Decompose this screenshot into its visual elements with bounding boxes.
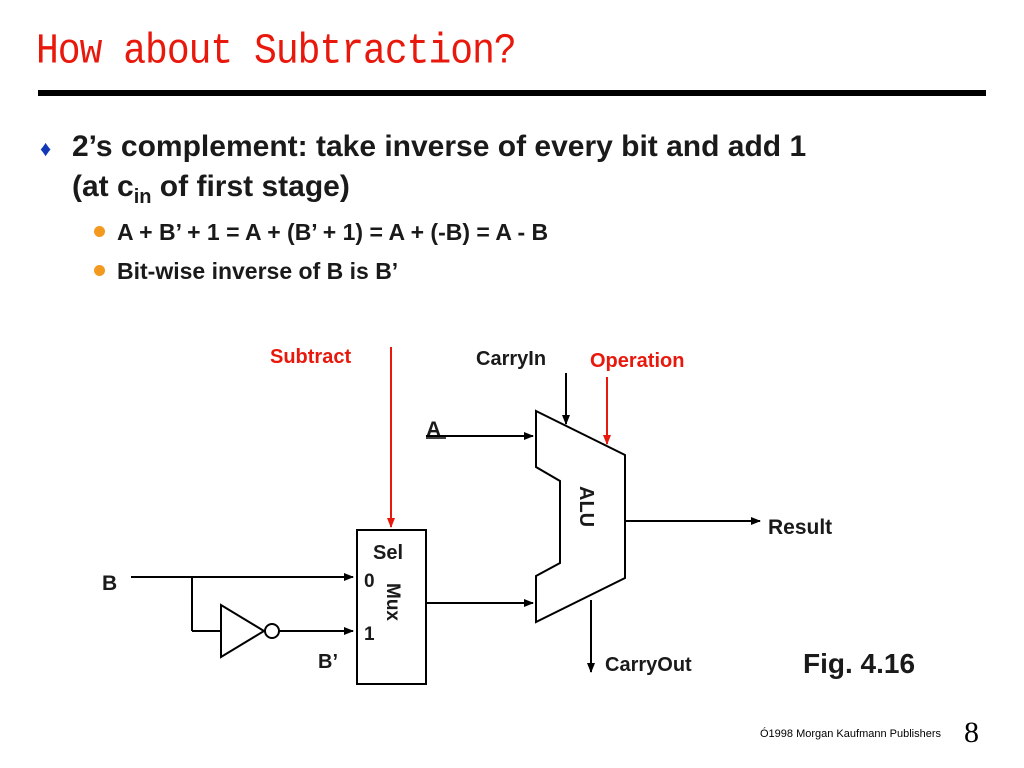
- mux-label: Mux: [382, 583, 403, 621]
- mux-sel-label: Sel: [373, 542, 403, 564]
- dot-bullet-icon: [94, 226, 105, 237]
- sub-bullet-2-text: Bit-wise inverse of B is B’: [117, 258, 399, 284]
- diamond-bullet-icon: ♦: [40, 136, 52, 161]
- sub-bullet-2: Bit-wise inverse of B is B’: [94, 258, 398, 285]
- figure-label: Fig. 4.16: [803, 648, 915, 679]
- mux-input-1-label: 1: [364, 624, 375, 645]
- sub-bullet-1: A + B’ + 1 = A + (B’ + 1) = A + (-B) = A…: [94, 219, 548, 246]
- title-rule: [38, 90, 986, 96]
- bullet-1-line2: (at cin of first stage): [72, 170, 350, 208]
- inverter-gate: [220, 603, 266, 659]
- dot-bullet-icon: [94, 265, 105, 276]
- alu-block: [535, 409, 626, 624]
- inverter-bubble: [264, 623, 280, 639]
- operation-label: Operation: [590, 350, 684, 372]
- subtract-label: Subtract: [270, 346, 351, 368]
- bullet-1-continued: (at cin of first stage): [40, 170, 980, 212]
- bullet-1-text: 2’s complement: take inverse of every bi…: [72, 130, 807, 163]
- carryout-label: CarryOut: [605, 654, 692, 676]
- mux-input-0-label: 0: [364, 571, 375, 592]
- b-label: B: [102, 572, 117, 595]
- bullet-1: ♦ 2’s complement: take inverse of every …: [40, 130, 980, 170]
- slide-title: How about Subtraction?: [36, 28, 517, 77]
- mux-block: [356, 529, 427, 685]
- result-label: Result: [768, 516, 832, 539]
- carryin-label: CarryIn: [476, 348, 546, 370]
- bprime-label: B’: [318, 651, 338, 673]
- sub-bullet-1-text: A + B’ + 1 = A + (B’ + 1) = A + (-B) = A…: [117, 219, 549, 245]
- copyright-footer: Ó1998 Morgan Kaufmann Publishers: [760, 728, 941, 740]
- page-number: 8: [964, 716, 979, 749]
- alu-label: ALU: [575, 486, 597, 527]
